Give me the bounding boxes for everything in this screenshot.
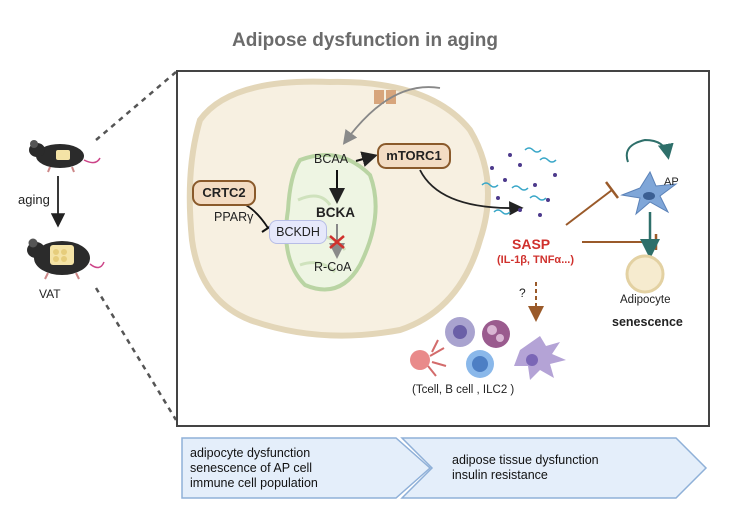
vat-label: VAT	[39, 287, 61, 301]
zoom-line-bottom	[94, 287, 178, 421]
ap-self-renewal-arrow	[625, 138, 674, 163]
mitochondrion-shape	[284, 153, 378, 292]
ppar-label: PPARγ	[214, 210, 254, 224]
mtorc1-pill: mTORC1	[377, 143, 451, 169]
ap-cell-icon	[620, 170, 678, 216]
bcka-label: BCKA	[316, 205, 355, 220]
membrane-transporter-icon	[374, 90, 384, 104]
outcome-right-line: adipose tissue dysfunction	[452, 453, 599, 467]
outcome-chevron-right	[400, 437, 708, 499]
mtorc1-to-sasp-arrow	[419, 169, 524, 216]
zoom-line-top	[95, 71, 177, 141]
zoom-panel	[176, 70, 710, 427]
mouse-icon-aged	[27, 238, 105, 280]
immune-cells-icon	[410, 317, 566, 380]
adipocyte-small-icon	[625, 254, 665, 294]
diagram-title: Adipose dysfunction in aging	[232, 30, 498, 51]
question-mark-label: ?	[519, 286, 526, 300]
aging-label: aging	[18, 192, 50, 207]
bcaa-to-mtorc1-arrow	[355, 151, 378, 167]
outcome-right-text: adipose tissue dysfunction insulin resis…	[452, 453, 599, 483]
crtc2-pill: CRTC2	[192, 180, 256, 206]
rcoa-label: R-CoA	[314, 260, 352, 274]
outcome-left-line: immune cell population	[190, 476, 318, 490]
outcome-left-line: adipocyte dysfunction	[190, 446, 311, 460]
outcome-chevron-left	[181, 437, 432, 499]
sasp-inhibit-ap-line	[565, 189, 613, 226]
mouse-icon-top	[29, 140, 101, 173]
immune-cells-label: (Tcell, B cell , ILC2 )	[412, 384, 515, 396]
outcome-left-line: senescence of AP cell	[190, 461, 313, 475]
sasp-particles-icon	[481, 147, 557, 217]
senescence-label: senescence	[612, 315, 683, 329]
bckdh-enzyme: BCKDH	[269, 220, 327, 244]
bcaa-import-arrow	[342, 86, 441, 145]
outcome-left-text: adipocyte dysfunction senescence of AP c…	[190, 446, 318, 491]
sasp-factors-label: (IL-1β, TNFα...)	[497, 254, 575, 266]
bcaa-label: BCAA	[314, 152, 349, 166]
adipocyte-label: Adipocyte	[620, 294, 671, 306]
outcome-right-line: insulin resistance	[452, 468, 548, 482]
ap-label: AP	[664, 176, 679, 188]
sasp-label: SASP	[512, 236, 551, 252]
blocked-x-icon	[329, 235, 345, 249]
